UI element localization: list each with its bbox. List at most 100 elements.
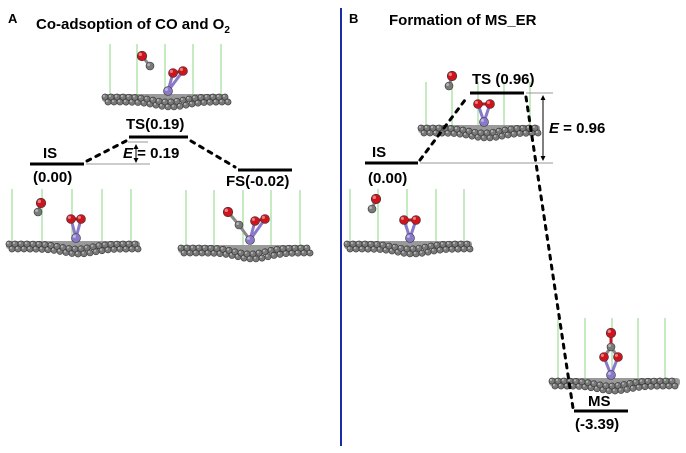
carbon-atom-highlight <box>600 387 603 390</box>
carbon-atom-highlight <box>108 94 111 98</box>
carbon-atom-highlight <box>57 249 60 252</box>
carbon-atom-highlight <box>651 378 654 382</box>
carbon-atom-highlight <box>211 251 214 254</box>
panel-b-barrier-label: E = 0.96 <box>549 120 605 137</box>
a-fs-oxygen-atom-highlight <box>251 217 255 221</box>
carbon-atom-highlight <box>126 95 129 98</box>
carbon-atom-highlight <box>567 378 570 382</box>
carbon-atom-highlight <box>433 130 437 134</box>
carbon-atom-highlight <box>398 246 402 249</box>
a-ts-oxygen-atom <box>168 68 178 78</box>
carbon-atom-highlight <box>368 242 372 245</box>
a-fs-metal-atom-highlight <box>246 236 250 240</box>
carbon-atom-highlight <box>514 126 517 129</box>
carbon-atom-highlight <box>174 99 177 102</box>
carbon-atom-highlight <box>347 246 351 250</box>
carbon-atom-highlight <box>199 250 202 254</box>
carbon-atom-highlight <box>660 383 663 387</box>
carbon-atom <box>92 248 100 256</box>
carbon-atom <box>611 387 619 395</box>
panel-b: B Formation of MS_ER TS (0.96) IS (0.00)… <box>343 11 680 433</box>
carbon-atom <box>486 134 494 142</box>
carbon-atom-highlight <box>461 246 465 250</box>
carbon-atom-highlight <box>225 99 228 103</box>
carbon-atom-highlight <box>344 241 348 245</box>
b-ms-metal-atom <box>606 370 616 380</box>
carbon-atom-highlight <box>304 245 308 249</box>
carbon-atom-highlight <box>135 100 138 103</box>
panel-b-title: Formation of MS_ER <box>389 12 537 29</box>
carbon-atom-highlight <box>223 252 226 255</box>
carbon-atom-highlight <box>238 250 241 254</box>
a-fs-oxygen-atom-highlight <box>224 208 229 213</box>
carbon-atom-highlight <box>421 130 425 134</box>
a-ts-oxygen-atom-highlight <box>169 69 173 74</box>
carbon-atom <box>424 248 432 256</box>
carbon-atom-highlight <box>446 242 450 245</box>
carbon-atom-highlight <box>448 126 452 129</box>
b-ms-oxygen-atom-highlight <box>607 329 611 333</box>
carbon-atom-highlight <box>484 130 488 133</box>
carbon-atom-highlight <box>6 241 9 245</box>
carbon-atom-highlight <box>75 251 78 254</box>
carbon-atom <box>671 382 679 390</box>
carbon-atom-highlight <box>84 245 87 248</box>
carbon-atom-highlight <box>618 388 621 391</box>
a-ts-carbon-atom-highlight <box>147 63 151 66</box>
panel-a-ts-fs-connector <box>189 139 237 169</box>
b-ms-carbon-atom-highlight <box>608 344 611 347</box>
carbon-atom-highlight <box>48 243 51 246</box>
carbon-atom-highlight <box>472 130 476 133</box>
carbon-atom-highlight <box>356 241 360 245</box>
carbon-atom-highlight <box>535 130 538 134</box>
a-ts-oxygen-atom-highlight <box>179 67 183 72</box>
carbon-atom <box>418 249 426 257</box>
carbon-atom-highlight <box>386 243 390 247</box>
carbon-atom-highlight <box>81 251 84 254</box>
carbon-atom-highlight <box>383 247 387 251</box>
carbon-atom-highlight <box>54 244 57 247</box>
carbon-atom <box>492 133 500 141</box>
carbon-atom-highlight <box>371 247 375 250</box>
carbon-atom-highlight <box>253 256 256 259</box>
carbon-atom-highlight <box>359 246 363 250</box>
carbon-atom-highlight <box>205 250 208 254</box>
b-is-metal-atom <box>405 233 415 243</box>
carbon-atom-highlight <box>99 248 102 251</box>
carbon-atom-highlight <box>445 131 449 134</box>
carbon-atom-highlight <box>69 251 72 254</box>
carbon-atom <box>264 253 272 261</box>
a-is-carbon-atom <box>33 207 43 217</box>
carbon-atom-highlight <box>183 102 186 106</box>
carbon-atom-highlight <box>606 388 609 391</box>
carbon-atom-highlight <box>208 246 211 249</box>
carbon-atom-highlight <box>481 135 485 138</box>
panel-b-ms-value: (-3.39) <box>575 416 619 433</box>
carbon-atom-highlight <box>570 383 573 387</box>
carbon-atom-highlight <box>138 95 141 99</box>
a-is-oxygen-atom-highlight <box>37 199 41 204</box>
b-is-metal-atom-highlight <box>406 234 410 238</box>
b-is-oxygen-atom-highlight <box>412 216 416 220</box>
carbon-atom-highlight <box>422 244 426 248</box>
carbon-atom-highlight <box>72 246 75 249</box>
carbon-atom-highlight <box>235 254 238 257</box>
carbon-atom-highlight <box>520 126 523 129</box>
carbon-atom-highlight <box>180 97 183 101</box>
carbon-atom-highlight <box>597 382 600 385</box>
carbon-atom <box>635 383 643 391</box>
a-is-metal-atom <box>71 233 81 243</box>
carbon-atom-highlight <box>621 382 624 385</box>
carbon-atom-highlight <box>111 99 114 103</box>
a-fs-carbon-atom-highlight <box>236 222 240 226</box>
carbon-atom <box>617 387 625 394</box>
carbon-atom-highlight <box>292 245 296 249</box>
carbon-atom-highlight <box>165 104 168 107</box>
a-is-carbon-atom-highlight <box>35 209 38 213</box>
carbon-atom-highlight <box>171 104 174 107</box>
panel-a-fs-label: FS(-0.02) <box>226 173 289 190</box>
carbon-atom-highlight <box>78 246 81 249</box>
a-ts-carbon-atom <box>145 61 155 71</box>
b-is-oxygen-atom <box>399 215 409 225</box>
